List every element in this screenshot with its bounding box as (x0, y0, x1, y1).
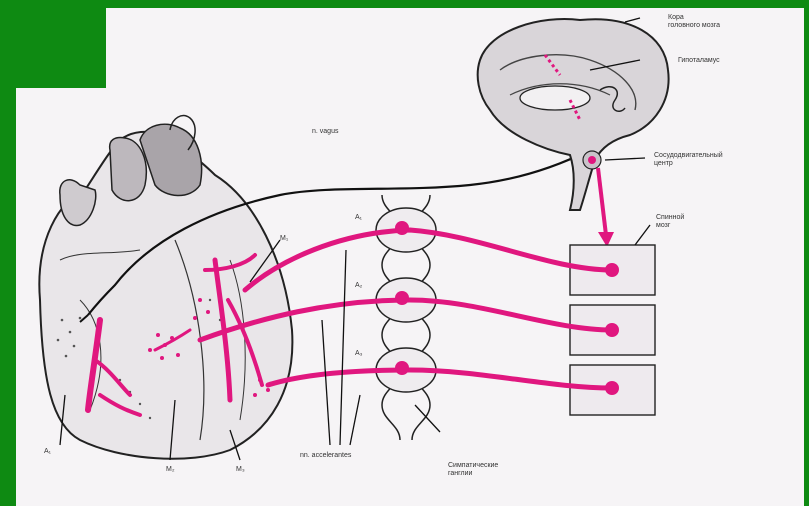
label-a1: А₁ (355, 214, 362, 222)
brain-illustration (478, 19, 669, 210)
label-nerves: nn. accelerantes (300, 452, 351, 460)
label-a3: А₃ (355, 350, 363, 358)
label-a2: А₂ (355, 282, 362, 290)
label-hypothalamus: Гипоталамус (678, 57, 720, 65)
heart-illustration (39, 116, 292, 459)
label-m3: М₃ (236, 466, 245, 474)
descending-pathway (598, 168, 606, 235)
label-ar: А₁ (44, 448, 51, 456)
label-vagus: n. vagus (312, 128, 338, 136)
label-m2: М₂ (166, 466, 175, 474)
label-m1: М₁ (280, 235, 288, 243)
